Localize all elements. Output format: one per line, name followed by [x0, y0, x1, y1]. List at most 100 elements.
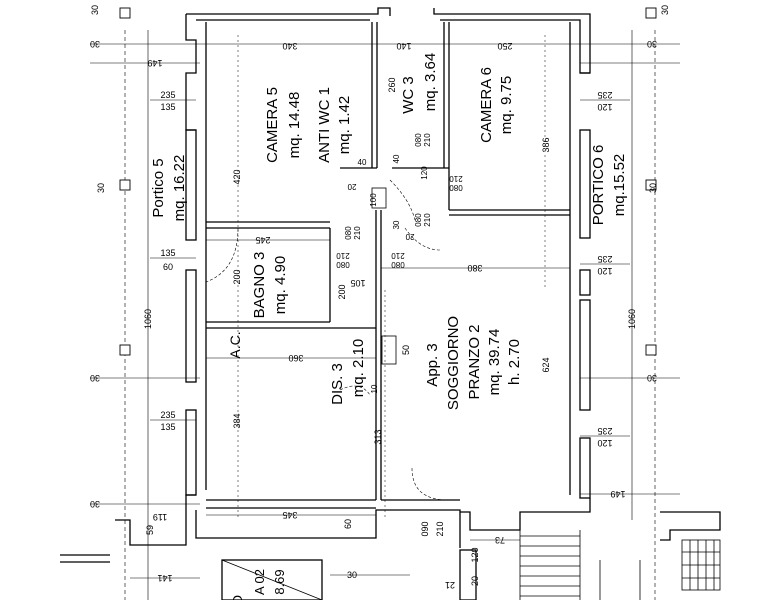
dim-label: 20 [347, 182, 356, 191]
soggiorno-name: SOGGIORNO [445, 316, 462, 410]
dim-label: 10 [370, 384, 379, 393]
dim-label: 135 [160, 422, 175, 432]
door-swings [205, 179, 449, 501]
dim-label: 40 [358, 158, 367, 167]
dim-label: 245 [255, 235, 270, 245]
antiwc-area: mq. 1.42 [336, 96, 353, 154]
dim-label: 210 [391, 251, 405, 260]
dim-label: 30 [347, 570, 357, 580]
dim-label: 30 [660, 5, 670, 15]
dim-label: 380 [467, 263, 482, 273]
dim-label: 340 [282, 41, 297, 51]
wc3-name: WC 3 [400, 76, 417, 114]
partial-room-label-1: O [230, 595, 245, 600]
partial-room-label-2: A 02 [252, 569, 267, 595]
dim-label: 250 [497, 41, 512, 51]
pranzo-name: PRANZO 2 [466, 324, 483, 399]
dim-label: 1060 [627, 309, 637, 329]
dim-label: 59 [145, 525, 155, 535]
dim-label: 090 [420, 521, 430, 536]
dim-label: 210 [449, 174, 463, 183]
dim-label: 141 [157, 573, 172, 583]
bagno3-area: mq. 4.90 [272, 256, 289, 314]
dim-label: 21 [445, 580, 455, 590]
partial-room-area: 8.69 [272, 569, 287, 594]
dim-label: 624 [541, 357, 551, 372]
dim-label: 119 [153, 512, 167, 522]
dim-label: 080 [344, 226, 353, 240]
dim-label: 30 [90, 5, 100, 15]
dim-label: 30 [90, 499, 100, 509]
dim-label: 386 [541, 137, 551, 152]
dimension-lines [90, 14, 680, 600]
dim-label: 200 [337, 284, 347, 299]
dim-label: 313 [373, 429, 383, 444]
dim-label: 30 [647, 373, 657, 383]
dim-label: 235 [597, 90, 612, 100]
dim-label: 30 [392, 220, 401, 229]
dim-label: 60 [163, 262, 173, 272]
bagno3-name: BAGNO 3 [251, 252, 268, 319]
dim-label: 210 [353, 226, 362, 240]
inner-walls [205, 22, 571, 509]
dim-label: 30 [647, 39, 657, 49]
dim-label: 360 [288, 353, 303, 363]
portico5-name: Portico 5 [150, 158, 167, 217]
column-markers [119, 7, 657, 356]
dim-label: 120 [597, 102, 612, 112]
dim-label: 140 [396, 41, 411, 51]
dim-label: 080 [391, 260, 405, 269]
dim-label: 080 [414, 133, 423, 147]
dim-label: 20 [470, 576, 480, 586]
dim-label: 080 [449, 183, 463, 192]
dim-label: 210 [336, 251, 350, 260]
dim-label: 260 [387, 77, 397, 92]
outer-walls [115, 7, 721, 548]
portico6-area: mq.15.52 [611, 154, 628, 217]
pranzo-area: mq. 39.74 [486, 329, 503, 396]
dim-label: 149 [147, 58, 162, 68]
dim-label: 120 [420, 166, 429, 180]
dim-label: 120 [470, 547, 480, 562]
wc3-area: mq. 3.64 [422, 53, 439, 111]
dim-label: 135 [160, 102, 175, 112]
dim-label: 60 [343, 519, 353, 529]
dim-label: 30 [96, 183, 106, 193]
dim-label: 235 [160, 410, 175, 420]
camera6-name: CAMERA 6 [478, 67, 495, 143]
dim-label: 149 [610, 489, 625, 499]
camera5-name: CAMERA 5 [264, 87, 281, 163]
dim-label: 080 [414, 213, 423, 227]
dim-label: 1060 [143, 309, 153, 329]
ac-label: A.C. [227, 331, 243, 358]
dim-label: 100 [369, 193, 378, 207]
dim-label: 135 [160, 248, 175, 258]
dim-label: 30 [90, 39, 100, 49]
dim-label: 105 [350, 278, 365, 288]
dim-label: 200 [232, 269, 242, 284]
app-name: App. 3 [424, 343, 441, 386]
dim-label: 73 [495, 535, 505, 545]
dis3-name: DIS. 3 [329, 363, 346, 405]
dim-label: 420 [232, 169, 242, 184]
camera5-area: mq. 14.48 [286, 92, 303, 159]
portico6-name: PORTICO 6 [590, 145, 607, 226]
dim-label: 235 [597, 254, 612, 264]
structural-axes [124, 30, 656, 600]
dim-label: 235 [597, 426, 612, 436]
dim-label: 235 [160, 90, 175, 100]
dim-label: 210 [423, 133, 432, 147]
dim-label: 40 [392, 154, 401, 163]
dim-label: 20 [405, 232, 414, 241]
dim-label: 345 [282, 510, 297, 520]
stairs [60, 530, 721, 600]
dim-label: 120 [597, 266, 612, 276]
dim-label: 120 [597, 438, 612, 448]
dim-label: 50 [401, 345, 411, 355]
dim-label: 384 [232, 413, 242, 428]
dim-label: 080 [336, 260, 350, 269]
camera6-area: mq. 9.75 [498, 76, 515, 134]
dis3-area: mq. 2.10 [350, 339, 367, 397]
pranzo-height: h. 2.70 [506, 339, 523, 385]
